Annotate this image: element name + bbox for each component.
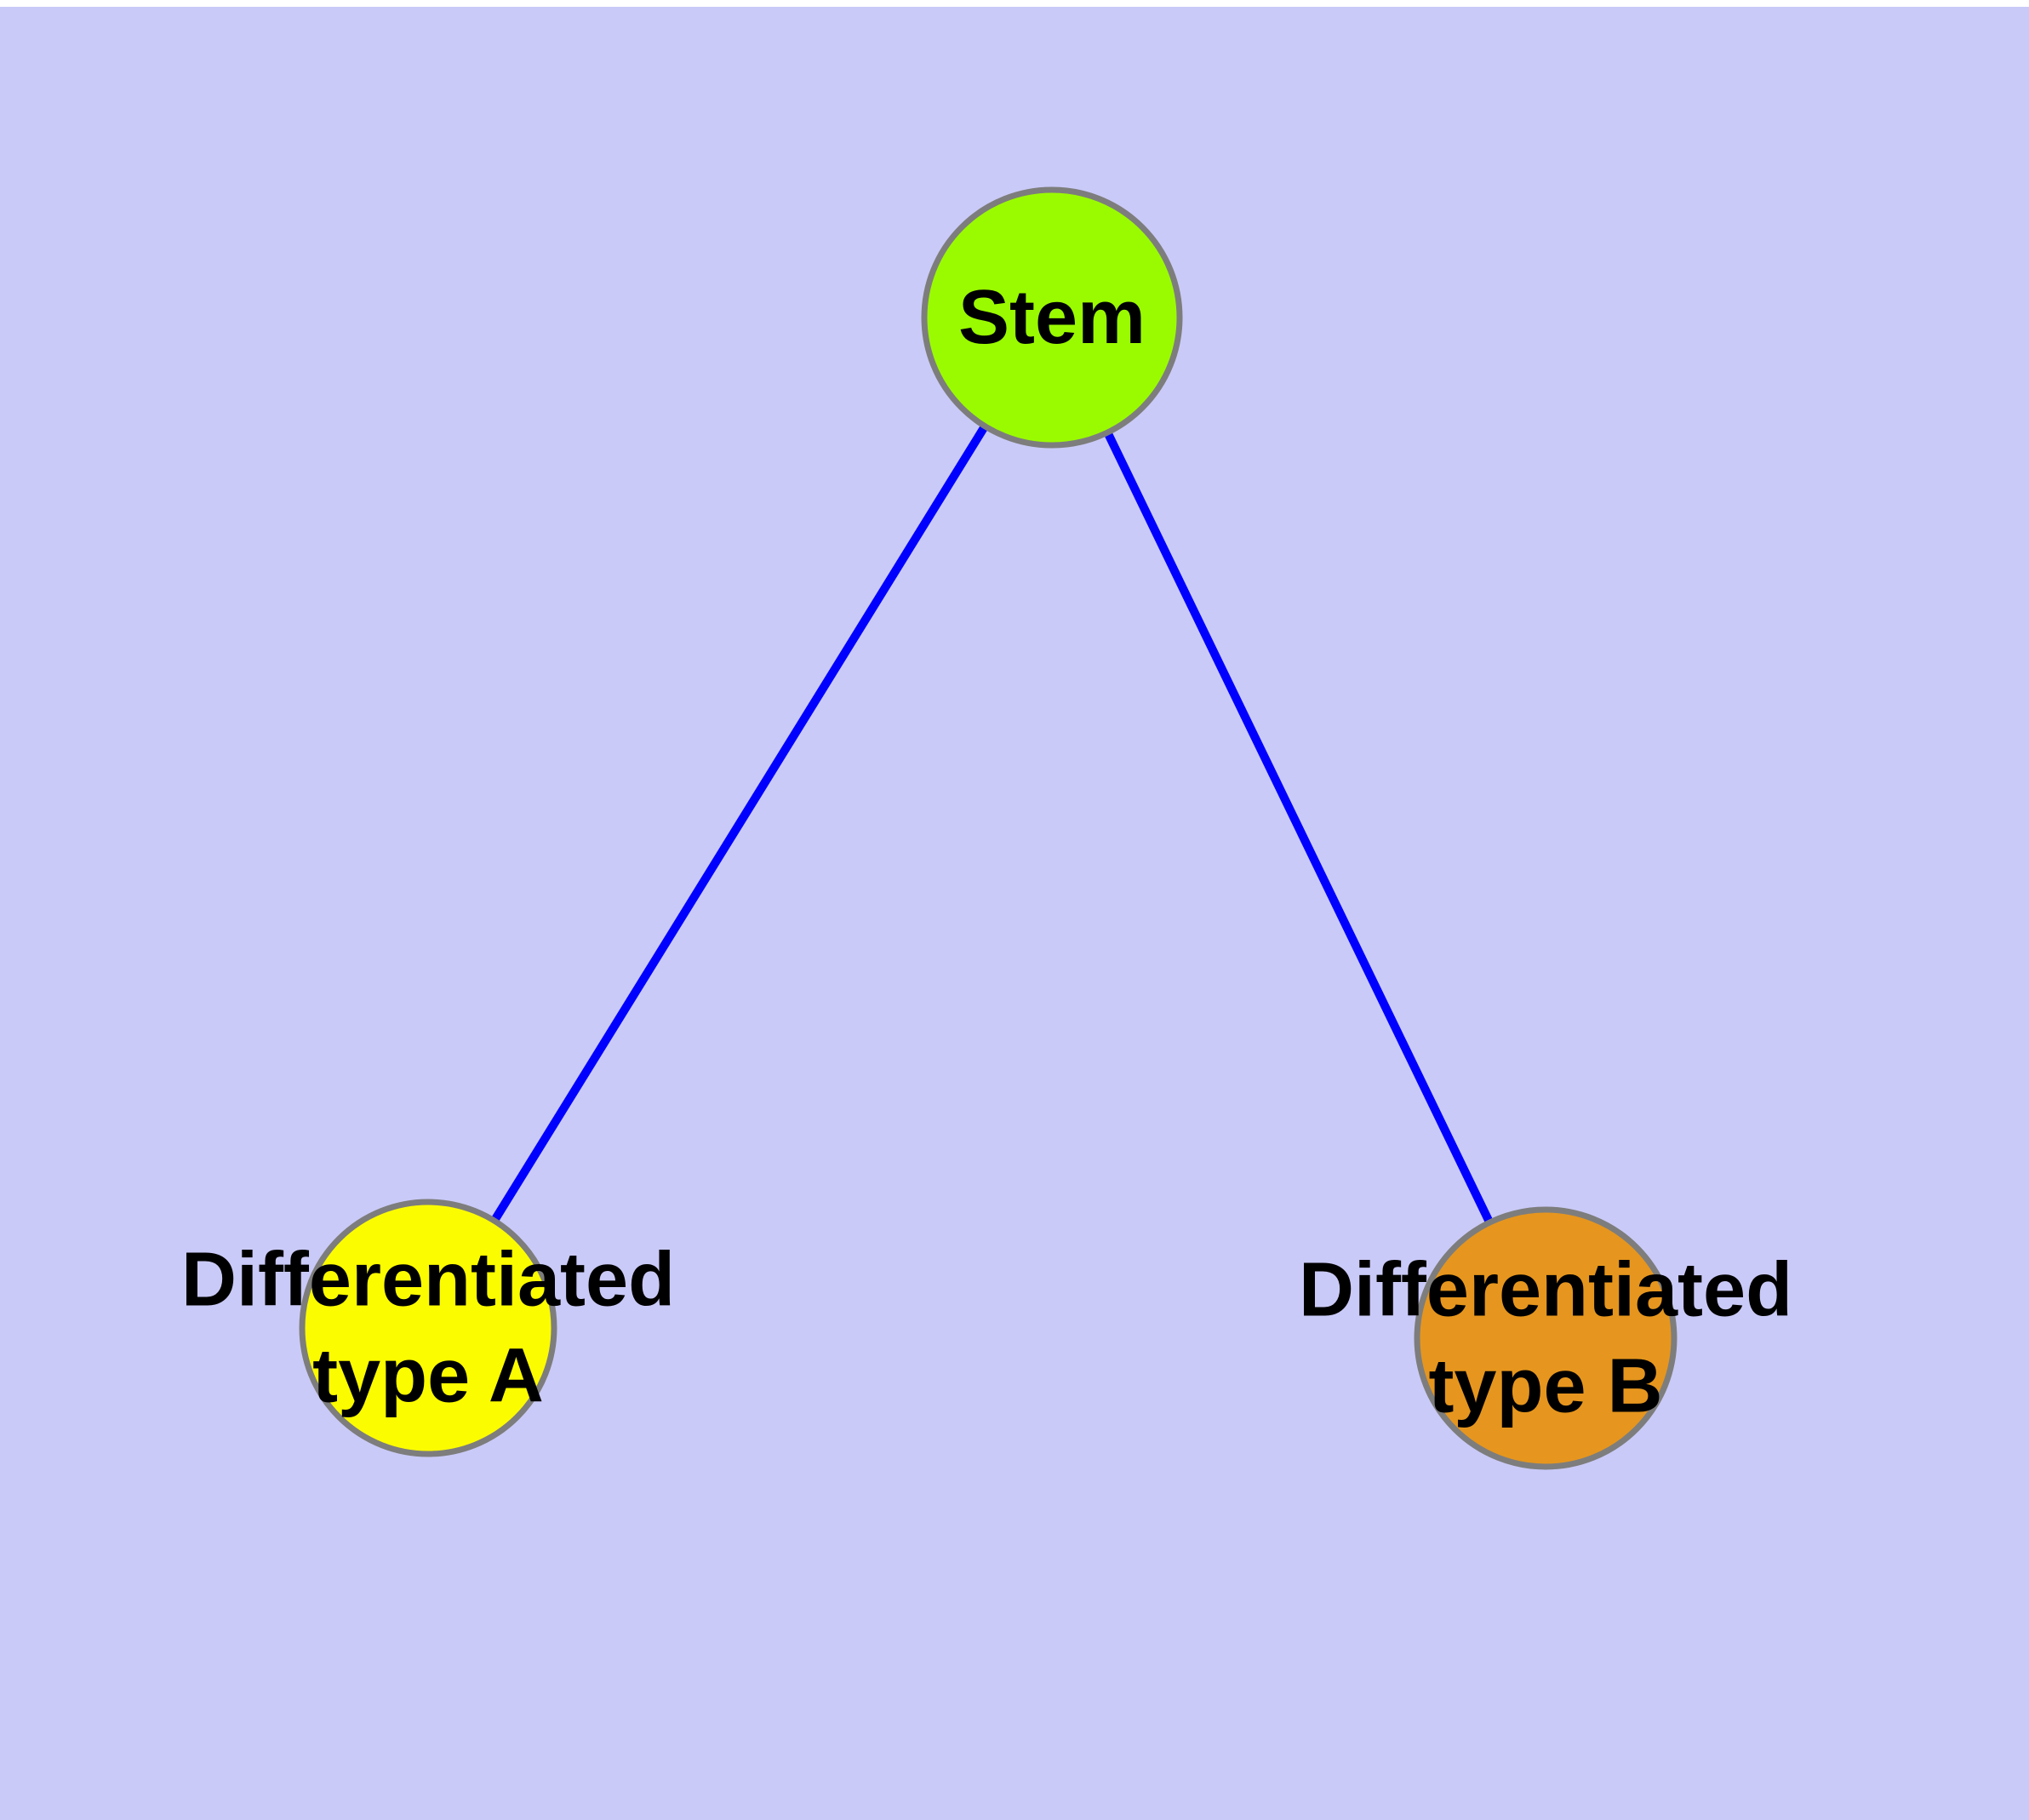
node-stem xyxy=(921,186,1183,449)
node-differentiated-type-b xyxy=(1414,1206,1677,1470)
edge-stem-to-type-b xyxy=(1048,315,1550,1341)
edge-stem-to-type-a xyxy=(424,315,1056,1331)
node-differentiated-type-a xyxy=(299,1199,557,1457)
